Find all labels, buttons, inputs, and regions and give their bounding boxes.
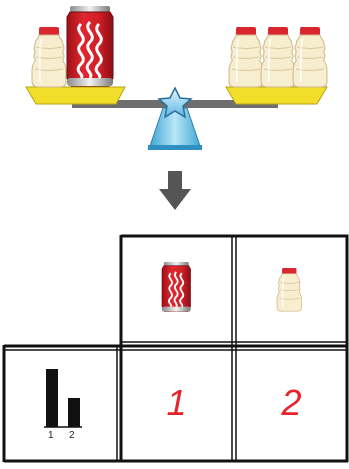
soda-can-icon [161, 261, 192, 313]
bar-chart-tick-label: 2 [69, 430, 75, 441]
table-cell-value: 1 [166, 382, 187, 423]
fulcrum-base [148, 145, 202, 150]
right-pan [225, 86, 328, 105]
yogurt-bottle-icon [292, 26, 328, 88]
table-cell-value: 2 [281, 382, 302, 423]
bar-chart-bar [68, 398, 80, 427]
fulcrum [149, 107, 201, 147]
data-table [2, 234, 349, 463]
down-arrow-icon [159, 171, 191, 210]
left-pan [25, 86, 126, 105]
soda-can-icon [65, 4, 115, 88]
star-icon [157, 86, 193, 119]
bar-chart-tick-label: 1 [48, 430, 54, 441]
yogurt-bottle-icon [228, 26, 264, 88]
yogurt-bottle-icon [260, 26, 296, 88]
balance-scale [25, 4, 328, 150]
bar-chart-bar [46, 369, 58, 427]
yogurt-bottle-icon [31, 26, 67, 88]
bar-chart-icon [44, 369, 82, 428]
yogurt-bottle-icon [276, 267, 303, 312]
